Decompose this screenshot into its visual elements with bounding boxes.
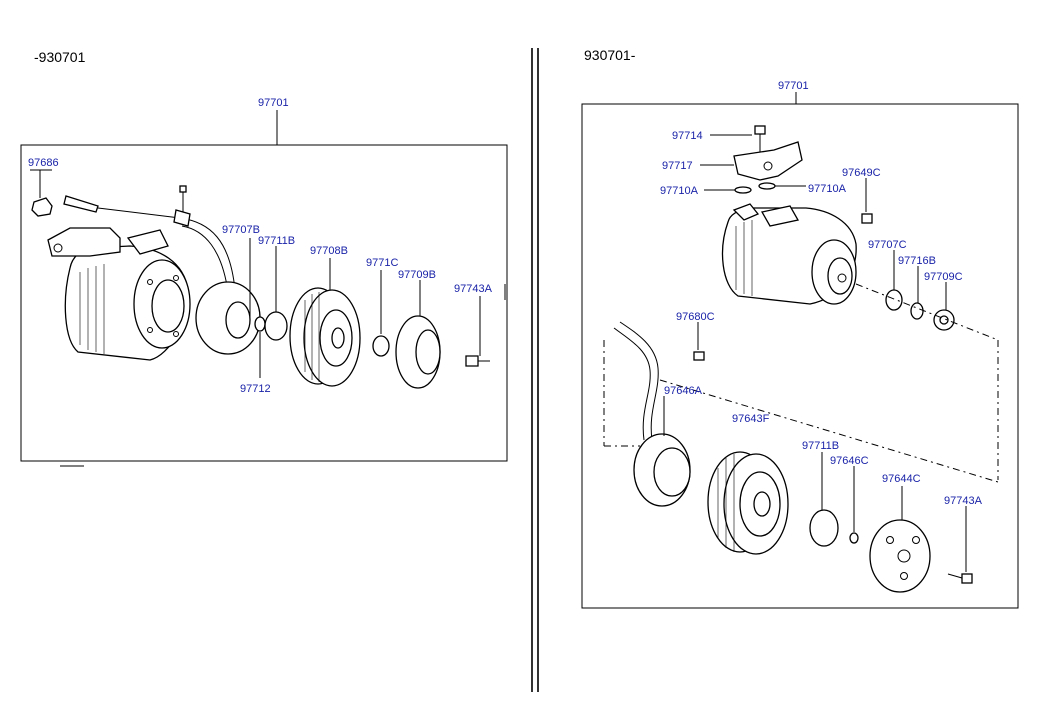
right-part-97646c [849,466,859,544]
right-label-97643f[interactable]: 97643F [732,413,770,425]
right-part-97717 [700,141,803,181]
left-part-97708b [289,258,361,387]
left-compressor [47,185,236,361]
right-compressor [721,203,857,305]
left-part-97707b [195,238,261,355]
left-label-97707b[interactable]: 97707B [222,224,260,236]
right-label-97646a[interactable]: 97646A [664,385,703,397]
right-centerlines [603,283,999,483]
right-part-97644c [869,486,931,593]
right-label-97714[interactable]: 97714 [672,130,703,142]
right-part-97646a [613,321,691,507]
right-label-97644c[interactable]: 97644C [882,473,921,485]
right-label-97743a[interactable]: 97743A [944,495,983,507]
left-label-97708b[interactable]: 97708B [310,245,348,257]
left-label-97686[interactable]: 97686 [28,157,59,169]
left-label-97712[interactable]: 97712 [240,383,271,395]
right-panel-header: 930701- [584,47,636,63]
right-label-97717[interactable]: 97717 [662,160,693,172]
left-assembly-frame [20,144,508,462]
left-label-97701[interactable]: 97701 [258,97,289,109]
right-part-97709c [933,282,955,331]
right-pulley [707,451,789,555]
right-part-97714 [710,125,766,152]
panel-divider [531,48,539,692]
right-part-97710a [704,182,806,194]
right-label-97710a-right[interactable]: 97710A [808,183,847,195]
right-label-97701[interactable]: 97701 [778,80,809,92]
right-label-97680c[interactable]: 97680C [676,311,715,323]
left-part-97712 [254,316,266,378]
left-part-97686 [30,169,53,217]
right-label-97707c[interactable]: 97707C [868,239,907,251]
right-part-97711b [809,452,839,547]
left-panel: -930701 97701 [20,49,508,467]
right-label-97649c[interactable]: 97649C [842,167,881,179]
left-part-97743a [465,284,506,367]
right-label-97711b[interactable]: 97711B [802,440,839,452]
right-assembly-frame [581,103,1019,609]
right-label-97716b[interactable]: 97716B [898,255,936,267]
left-label-97711b[interactable]: 97711B [258,235,295,247]
right-part-97649c [861,178,873,224]
right-label-97646c[interactable]: 97646C [830,455,869,467]
left-part-97709b [395,280,441,389]
left-label-97709b[interactable]: 97709B [398,269,436,281]
left-panel-header: -930701 [34,49,86,65]
right-part-97716b [910,266,924,320]
left-label-97743a[interactable]: 97743A [454,283,493,295]
right-panel: 930701- 97701 97714 97717 [581,47,1019,609]
right-part-97680c [693,322,705,361]
right-part-97743a [947,506,973,584]
left-part-9771c [372,270,390,357]
left-label-9771c[interactable]: 9771C [366,257,398,269]
right-part-97707c [885,250,903,311]
right-label-97709c[interactable]: 97709C [924,271,963,283]
right-label-97710a-left[interactable]: 97710A [660,185,699,197]
left-part-97711b [264,246,288,341]
